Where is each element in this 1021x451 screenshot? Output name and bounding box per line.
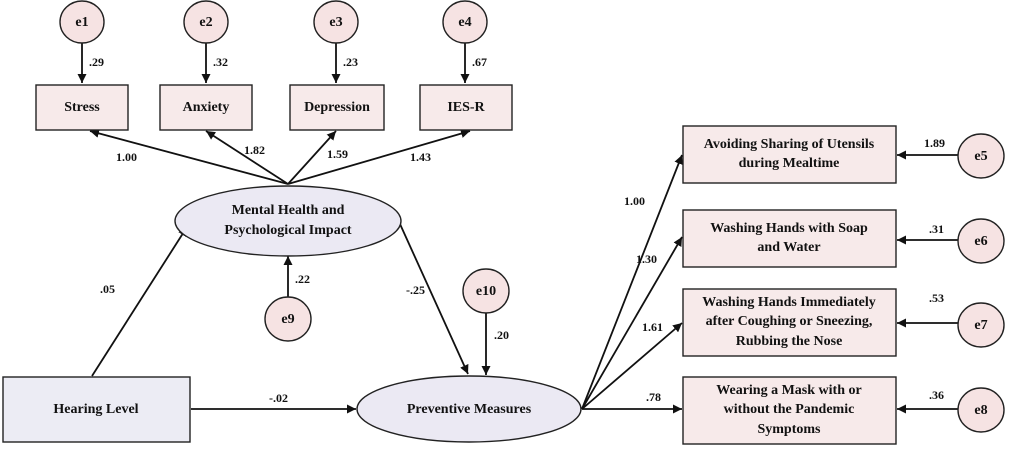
error-terms: e1 e2 e3 e4 e9 e10 e5 e6 (59, 0, 1005, 433)
coef-iesr: 1.43 (410, 150, 431, 164)
coef-anxiety: 1.82 (244, 143, 265, 157)
error-e8: e8 (957, 387, 1005, 433)
coef-coughing: 1.61 (642, 320, 663, 334)
right-indicators: Avoiding Sharing of Utensils during Meal… (682, 125, 897, 445)
coef-soap: 1.30 (636, 252, 657, 266)
error-e2: e2 (183, 0, 229, 44)
coef-stress: 1.00 (116, 150, 137, 164)
latent-preventive-label: Preventive Measures (407, 402, 532, 417)
coef-hearing-mental: .05 (100, 282, 115, 296)
coefficients: .29 .32 .23 .67 1.00 1.82 1.59 1.43 .22 … (89, 55, 945, 405)
box-hearing: Hearing Level (2, 376, 191, 443)
error-e4: e4 (442, 0, 488, 44)
box-coughing-line3: Rubbing the Nose (736, 334, 843, 349)
box-hearing-label: Hearing Level (53, 402, 138, 417)
box-mask-line3: Symptoms (757, 422, 821, 437)
coef-e8: .36 (929, 388, 944, 402)
error-e5: e5 (957, 133, 1005, 179)
error-e6-label: e6 (974, 234, 987, 249)
coef-e9: .22 (295, 272, 310, 286)
error-e1: e1 (59, 0, 105, 44)
coef-e7: .53 (929, 291, 944, 305)
coef-e6: .31 (929, 222, 944, 236)
latent-mental: Mental Health and Psychological Impact (174, 185, 402, 257)
error-e5-label: e5 (974, 149, 987, 164)
error-e9-label: e9 (281, 312, 294, 327)
box-iesr-label: IES-R (447, 100, 485, 115)
error-e10: e10 (462, 268, 510, 314)
edge-preventive-coughing (581, 322, 683, 410)
error-e10-label: e10 (476, 284, 496, 299)
box-soap-line2: and Water (757, 240, 820, 255)
edges (77, 43, 958, 414)
coef-e2: .32 (213, 55, 228, 69)
box-soap-line1: Washing Hands with Soap (710, 221, 868, 236)
error-e3-label: e3 (329, 15, 342, 30)
box-stress: Stress (35, 84, 129, 131)
top-indicators: Stress Anxiety Depression IES-R (35, 84, 513, 131)
box-coughing-line1: Washing Hands Immediately (702, 295, 875, 310)
coef-e10: .20 (494, 328, 509, 342)
coef-utensils: 1.00 (624, 194, 645, 208)
error-e7-label: e7 (974, 318, 987, 333)
edge-mental-depression (287, 130, 337, 185)
coef-e1: .29 (89, 55, 104, 69)
latent-preventive: Preventive Measures (356, 375, 582, 443)
error-e6: e6 (957, 218, 1005, 264)
box-depression: Depression (289, 84, 385, 131)
coef-mask: .78 (646, 390, 661, 404)
error-e4-label: e4 (458, 15, 471, 30)
error-e7: e7 (957, 302, 1005, 348)
coef-depression: 1.59 (327, 147, 348, 161)
box-stress-label: Stress (64, 100, 100, 115)
error-e2-label: e2 (199, 15, 212, 30)
box-iesr: IES-R (419, 84, 513, 131)
error-e9: e9 (264, 296, 312, 342)
box-anxiety-label: Anxiety (183, 100, 230, 115)
edge-mental-stress (89, 128, 289, 185)
edge-preventive-utensils (581, 154, 683, 410)
coef-mental-preventive: -.25 (406, 283, 425, 297)
error-e3: e3 (313, 0, 359, 44)
coef-e4: .67 (472, 55, 487, 69)
box-mask-line1: Wearing a Mask with or (716, 383, 861, 398)
box-utensils-line1: Avoiding Sharing of Utensils (704, 137, 875, 152)
box-utensils: Avoiding Sharing of Utensils during Meal… (682, 125, 897, 184)
latent-mental-line1: Mental Health and (232, 203, 345, 218)
coef-hearing-preventive: -.02 (269, 391, 288, 405)
box-coughing: Washing Hands Immediately after Coughing… (682, 288, 897, 357)
edge-preventive-soap (581, 236, 683, 410)
box-mask: Wearing a Mask with or without the Pande… (682, 376, 897, 445)
coef-e3: .23 (343, 55, 358, 69)
error-e1-label: e1 (75, 15, 88, 30)
edge-mental-preventive (399, 223, 469, 375)
box-anxiety: Anxiety (159, 84, 253, 131)
coef-e5: 1.89 (924, 136, 945, 150)
error-e8-label: e8 (974, 403, 987, 418)
box-mask-line2: without the Pandemic (724, 402, 855, 417)
latent-mental-line2: Psychological Impact (224, 223, 351, 238)
box-utensils-line2: during Mealtime (739, 156, 840, 171)
box-coughing-line2: after Coughing or Sneezing, (706, 314, 873, 329)
box-depression-label: Depression (304, 100, 370, 115)
edge-hearing-mental (91, 226, 188, 377)
edge-mental-iesr (287, 129, 471, 185)
box-soap: Washing Hands with Soap and Water (682, 209, 897, 268)
edge-mental-anxiety (205, 130, 289, 185)
